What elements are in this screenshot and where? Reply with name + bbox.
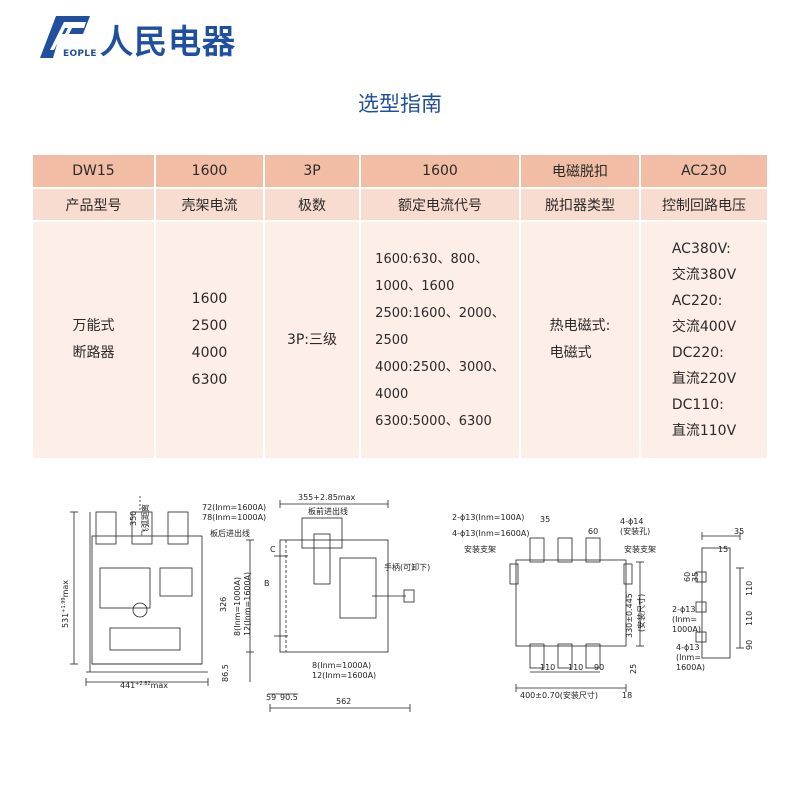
side-l8b-dim: 8(Inm=1000A): [312, 661, 371, 670]
side-b-label: B: [264, 579, 270, 588]
subheader-cell: 极数: [264, 188, 361, 222]
frame-current-cell: 1600 2500 4000 6300: [155, 221, 265, 460]
subheader-cell: 产品型号: [33, 188, 156, 222]
side-l8a-dim: 8(Inm=1000A): [233, 577, 242, 636]
side-l12a-dim: 12(Inm=1600A): [243, 572, 252, 636]
control-voltage-cell: AC380V: 交流380V AC220: 交流400V DC220: 直流22…: [640, 221, 767, 460]
side-top-width-dim: 355+2.85max: [298, 493, 355, 502]
side-c-label: C: [270, 545, 276, 554]
side-l72-dim: 72(Inm=1600A): [202, 503, 266, 512]
mount-h3b-label: (安装孔): [620, 526, 650, 536]
subheader-cell: 壳架电流: [155, 188, 265, 222]
side-back-bus-label: 板后进出线: [210, 528, 250, 538]
front-flyarc-val: 350: [129, 511, 138, 526]
mount-w400-dim: 400±0.70(安装尺寸): [520, 690, 598, 700]
detail-v35-dim: 35: [691, 572, 700, 582]
mount-h1-label: 2-ϕ13(Inm=100A): [452, 513, 524, 522]
header-cell: 1600: [155, 155, 265, 189]
detail-h4c-label: 1600A): [676, 663, 705, 672]
header-cell: 3P: [264, 155, 361, 189]
table-header-row: DW15 1600 3P 1600 电磁脱扣 AC230: [33, 155, 767, 189]
header-cell: 1600: [360, 155, 521, 189]
side-h86-dim: 86.5: [221, 664, 230, 682]
header-cell: 电磁脱扣: [520, 155, 641, 189]
mount-d110a-dim: 110: [540, 663, 555, 672]
mount-d35-dim: 35: [540, 515, 550, 524]
detail-d15-dim: 15: [718, 545, 728, 554]
mount-v330-dim: 330±0.445: [625, 593, 634, 638]
dimension-drawings-svg: 441+2.82max 531+1.99max 350 飞弧距离 355+2.8…: [61, 493, 754, 712]
brand-header: EOPLE 人民电器: [38, 12, 338, 62]
side-d562-dim: 562: [336, 697, 351, 706]
mount-d90-dim: 90: [594, 663, 604, 672]
dimension-drawings: 441+2.82max 531+1.99max 350 飞弧距离 355+2.8…: [40, 478, 780, 718]
header-cell: AC230: [640, 155, 767, 189]
front-width-dim: 441+2.82max: [120, 681, 168, 690]
detail-h2c-label: 1000A): [672, 625, 701, 634]
side-l78-dim: 78(Inm=1000A): [202, 513, 266, 522]
mount-d18-dim: 18: [622, 691, 632, 700]
mount-v330b-dim: (安装尺寸): [636, 594, 646, 632]
detail-d35-dim: 35: [734, 527, 744, 536]
side-handle-label: 手柄(可卸下): [384, 562, 430, 572]
page-title: 选型指南: [358, 92, 442, 116]
selection-table: DW15 1600 3P 1600 电磁脱扣 AC230 产品型号 壳架电流 极…: [33, 155, 767, 460]
subheader-cell: 脱扣器类型: [520, 188, 641, 222]
mount-d110b-dim: 110: [568, 663, 583, 672]
mount-bracket-left: 安装支架: [464, 544, 496, 554]
people-logo-icon: [40, 16, 90, 58]
side-h326-dim: 326: [219, 597, 228, 612]
brand-en: EOPLE: [63, 49, 97, 59]
trip-type-cell: 热电磁式: 电磁式: [520, 221, 641, 460]
detail-v90-dim: 90: [745, 640, 754, 650]
front-height-dim: 531+1.99max: [61, 580, 70, 628]
mount-d60-dim: 60: [588, 527, 598, 536]
detail-h4a-label: 4-ϕ13: [676, 643, 699, 652]
detail-h2b-label: (Inm=: [672, 615, 697, 624]
rated-current-cell: 1600:630、800、 1000、1600 2500:1600、2000、 …: [360, 221, 521, 460]
side-d90-dim: 90.5: [280, 693, 298, 702]
subheader-cell: 控制回路电压: [640, 188, 767, 222]
poles-cell: 3P:三级: [264, 221, 361, 460]
header-cell: DW15: [33, 155, 156, 189]
table-body-row: 万能式 断路器 1600 2500 4000 6300 3P:三级 1600:6…: [33, 221, 767, 460]
brand-cn: 人民电器: [100, 22, 236, 61]
front-view-drawing: [70, 496, 209, 686]
bus-detail-drawing: [695, 532, 744, 659]
detail-h4b-label: (Inm=: [676, 653, 701, 662]
detail-v60-dim: 60: [683, 572, 692, 582]
side-view-drawing: [246, 500, 415, 712]
detail-v110b-dim: 110: [745, 611, 754, 626]
table-subheader-row: 产品型号 壳架电流 极数 额定电流代号 脱扣器类型 控制回路电压: [33, 188, 767, 222]
mount-h3-label: 4-ϕ14: [620, 517, 643, 526]
front-flyarc-label: 飞弧距离: [140, 504, 150, 536]
side-l12b-dim: 12(Inm=1600A): [312, 671, 376, 680]
subheader-cell: 额定电流代号: [360, 188, 521, 222]
side-d59-dim: 59: [266, 693, 276, 702]
detail-v110a-dim: 110: [745, 581, 754, 596]
mount-v25-dim: 25: [629, 664, 638, 674]
product-cell: 万能式 断路器: [33, 221, 156, 460]
mount-h2-label: 4-ϕ13(Inm=1600A): [452, 529, 529, 538]
mount-bracket-right: 安装支架: [624, 544, 656, 554]
detail-h2a-label: 2-ϕ13: [672, 605, 695, 614]
side-front-bus-label: 板前进出线: [308, 506, 348, 516]
mounting-view-drawing: [509, 537, 644, 692]
